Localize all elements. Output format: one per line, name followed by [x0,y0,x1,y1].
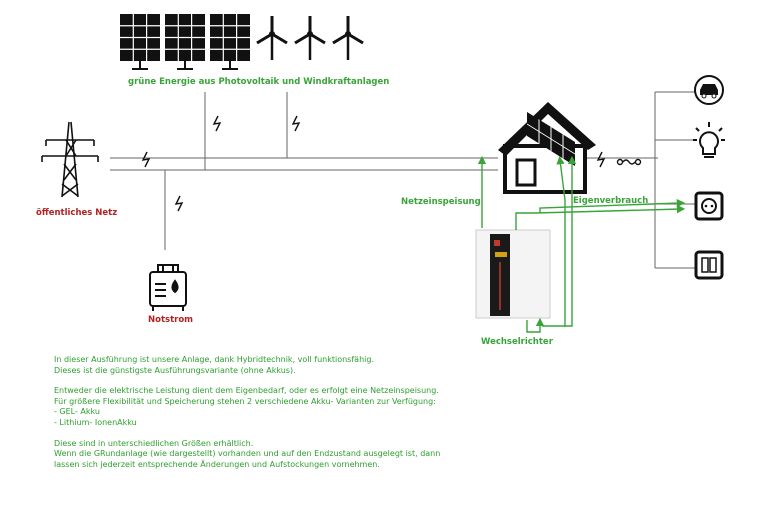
light-bulb-icon [693,122,725,158]
lightning-icon [291,115,301,132]
car-icon [694,75,724,105]
description-line: lassen sich jederzeit entsprechende Ände… [54,459,380,469]
solar-panel-icon [165,14,205,70]
lightning-icon [141,151,151,168]
power-pylon-icon [41,121,99,198]
house-icon [498,102,596,194]
wind-turbine-icon [294,16,326,60]
wind-turbine-icon [332,16,364,60]
description-line: In dieser Ausführung ist unsere Anlage, … [54,355,374,364]
generator-icon [149,264,187,311]
public-grid-label: öffentliches Netz [36,208,118,218]
meter-icon [616,158,642,166]
emergency-power-label: Notstrom [148,315,194,325]
self-consumption-label: Eigenverbrauch [573,196,649,206]
solar-panel-icon [120,14,160,70]
flow-arrows [477,155,686,333]
green-energy-label: grüne Energie aus Photovoltaik und Windk… [128,77,390,87]
description-line: Für größere Flexibilität und Speicherung… [54,396,436,406]
socket-icon [694,191,724,221]
description-line: Wenn die GRundanlage (wie dargestellt) v… [54,449,441,459]
description-line: Diese sind in unterschiedlichen Größen e… [54,438,254,448]
description-text: In dieser Ausführung ist unsere Anlage, … [54,355,524,470]
wind-turbine-icon [256,16,288,60]
lightning-icon [596,151,606,168]
lightning-icon [212,115,222,132]
inverter-icon [475,229,551,319]
description-line: - Lithium- IonenAkku [54,417,137,427]
description-line: Entweder die elektrische Leistung dient … [54,386,439,396]
lightning-icon [174,195,184,212]
inverter-label: Wechselrichter [481,337,553,347]
wiring [110,91,695,269]
description-line: Dieses ist die günstigste Ausführungsvar… [54,365,296,375]
switch-icon [694,250,724,280]
solar-panel-icon [210,14,250,70]
grid-feed-in-label: Netzeinspeisung [401,197,481,207]
description-line: - GEL- Akku [54,407,100,417]
